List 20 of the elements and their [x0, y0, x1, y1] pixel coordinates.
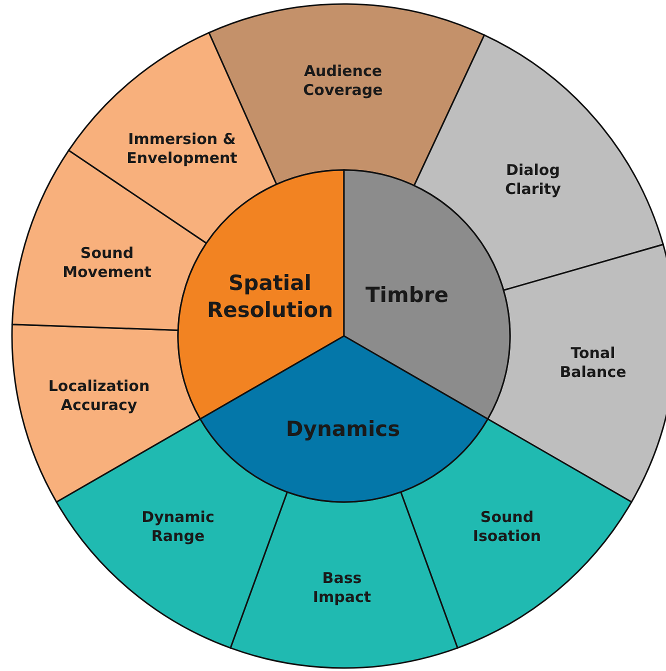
outer-ring-segment: [11, 324, 201, 503]
segment-label: Sound Movement: [62, 244, 152, 282]
outer-ring-segment: [56, 418, 288, 649]
outer-ring-segment: [230, 491, 458, 669]
outer-ring-segment: [400, 418, 632, 649]
segment-label: Audience Coverage: [302, 62, 384, 100]
inner-ring-segment: [200, 335, 488, 502]
segment-label: Immersion & Envelopment: [126, 130, 238, 168]
segment-label: Localization Accuracy: [47, 376, 151, 416]
outer-ring-segment: [68, 32, 278, 244]
segment-label: Timbre: [365, 282, 449, 310]
segment-label: Sound Isoation: [472, 508, 542, 546]
segment-label: Tonal Balance: [558, 344, 628, 382]
segment-label: Dialog Clarity: [504, 160, 562, 200]
segment-label: Bass Impact: [312, 568, 372, 608]
outer-ring-segment: [487, 244, 666, 503]
segment-label: Dynamics: [286, 416, 400, 444]
segment-label: Dynamic Range: [140, 508, 216, 546]
inner-ring-segment: [177, 169, 345, 420]
segment-label: Spatial Resolution: [206, 270, 334, 324]
